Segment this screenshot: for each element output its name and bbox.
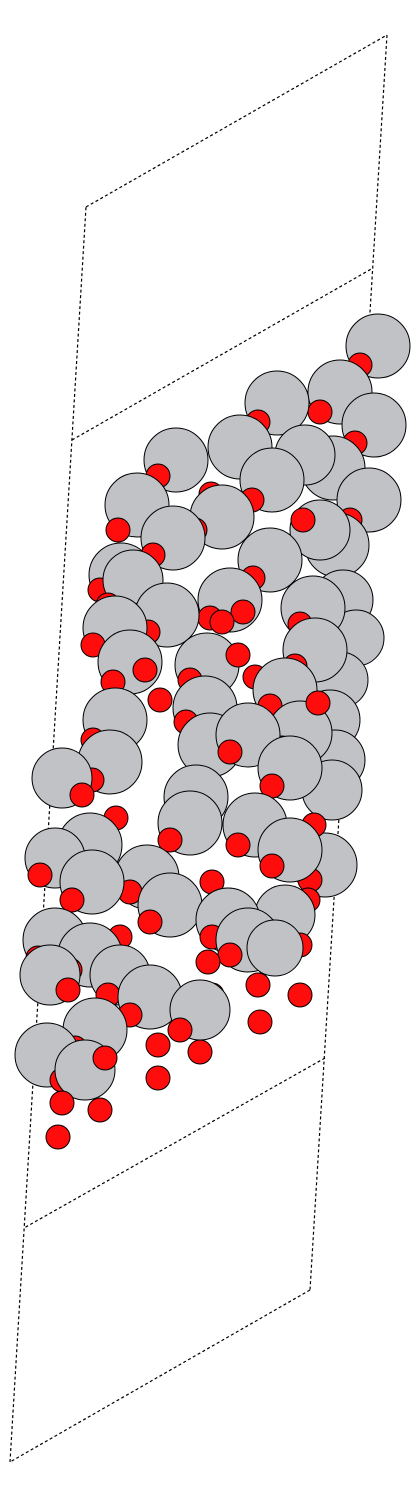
oxygen-atom (287, 982, 313, 1008)
oxygen-atom (145, 1065, 171, 1091)
oxygen-atom (147, 687, 173, 713)
metal-atom (246, 919, 304, 977)
oxygen-atom (157, 827, 183, 853)
oxygen-atom (209, 609, 235, 635)
oxygen-atom (132, 657, 158, 683)
cell-edge (23, 1057, 326, 1229)
cell-edge (71, 267, 374, 441)
cell-edge (85, 34, 388, 208)
cell-edge (9, 1289, 311, 1463)
oxygen-atom (105, 517, 131, 543)
oxygen-atom (27, 862, 53, 888)
oxygen-atom (59, 887, 85, 913)
oxygen-atom (92, 1045, 118, 1071)
oxygen-atom (87, 1097, 113, 1123)
atom-layer (14, 313, 411, 1150)
oxygen-atom (217, 942, 243, 968)
oxygen-atom (55, 977, 81, 1003)
oxygen-atom (230, 599, 256, 625)
oxygen-atom (225, 642, 251, 668)
oxygen-atom (167, 1017, 193, 1043)
oxygen-atom (305, 690, 331, 716)
oxygen-atom (187, 1039, 213, 1065)
oxygen-atom (69, 782, 95, 808)
oxygen-atom (217, 739, 243, 765)
oxygen-atom (247, 1009, 273, 1035)
oxygen-atom (245, 972, 271, 998)
oxygen-atom (307, 399, 333, 425)
oxygen-atom (45, 1124, 71, 1150)
oxygen-atom (259, 853, 285, 879)
oxygen-atom (195, 949, 221, 975)
oxygen-atom (137, 909, 163, 935)
oxygen-atom (49, 1090, 75, 1116)
oxygen-atom (290, 507, 316, 533)
oxygen-atom (145, 1032, 171, 1058)
oxygen-atom (225, 832, 251, 858)
